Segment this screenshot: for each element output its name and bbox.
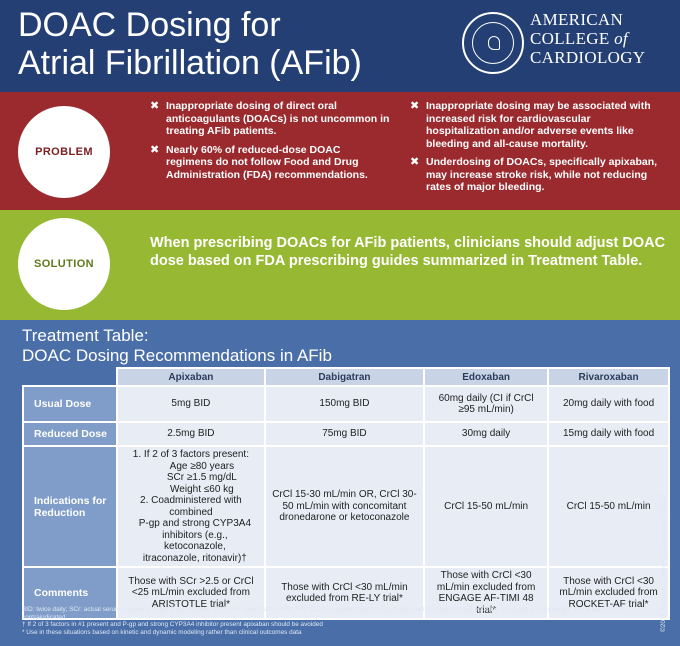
solution-section: SOLUTION When prescribing DOACs for AFib… [0,210,680,320]
footnotes: BID: twice daily; SCr: actual serum crea… [22,606,632,636]
table-cell: Those with CrCl <30 mL/min excluded from… [547,566,670,620]
problem-bullet: ✖Nearly 60% of reduced-dose DOAC regimen… [150,143,368,181]
table-title-line-2: DOAC Dosing Recommendations in AFib [22,346,332,365]
rivaroxaban-indications: CrCl 15-50 mL/min [547,445,670,568]
table-cell: 150mg BID [263,385,426,423]
table-cell: 15mg daily with food [547,421,670,447]
x-mark-icon: ✖ [410,100,420,112]
table-row-usual-dose: Usual Dose 5mg BID 150mg BID 60mg daily … [22,385,670,423]
title-line-2: Atrial Fibrillation (AFib) [18,44,362,82]
row-label-indications: Indications for Reduction [22,445,118,568]
row-label-reduced-dose: Reduced Dose [22,421,118,447]
solution-badge: SOLUTION [18,218,110,310]
org-line-2b: of [614,29,628,48]
table-row-indications: Indications for Reduction 1. If 2 of 3 f… [22,445,670,568]
table-cell: 30mg daily [423,421,550,447]
problem-bullet: ✖Underdosing of DOACs, specifically apix… [410,156,658,193]
table-cell: Those with CrCl <30 mL/min excluded from… [423,566,550,620]
table-cell: 75mg BID [263,421,426,447]
dosing-table: Apixaban Dabigatran Edoxaban Rivaroxaban… [22,367,670,620]
table-cell: 20mg daily with food [547,385,670,423]
table-cell: Those with CrCl <30 mL/min excluded from… [263,566,426,620]
table-title: Treatment Table: DOAC Dosing Recommendat… [22,326,332,366]
dabigatran-indications: CrCl 15-30 mL/min OR, CrCl 30-50 mL/min … [263,445,426,568]
footnote-2: † If 2 of 3 factors in #1 present and P-… [22,621,323,629]
x-mark-icon: ✖ [150,143,160,156]
table-cell: 60mg daily (CI if CrCl ≥95 mL/min) [423,385,550,423]
footnote-1: BID: twice daily; SCr: actual serum crea… [22,606,627,621]
copyright-side-text: ©2018 American College of Cardiology W18… [660,493,667,632]
table-header-row: Apixaban Dabigatran Edoxaban Rivaroxaban [23,367,670,387]
table-cell: 5mg BID [116,385,266,423]
acc-seal-icon [462,12,524,74]
org-line-3: CARDIOLOGY [530,48,646,67]
solution-text: When prescribing DOACs for AFib patients… [150,235,666,269]
problem-bullet: ✖Inappropriate dosing of direct oral ant… [150,100,390,137]
x-mark-icon: ✖ [410,156,420,168]
acc-logo-text: AMERICAN COLLEGE of CARDIOLOGY [530,10,645,67]
table-cell: Those with SCr >2.5 or CrCl <25 mL/min e… [116,566,266,620]
table-title-line-1: Treatment Table: [22,326,149,345]
header-banner: DOAC Dosing for Atrial Fibrillation (AFi… [0,0,680,92]
problem-bullets-left: ✖Inappropriate dosing of direct oral ant… [150,100,390,187]
col-apixaban: Apixaban [116,367,266,387]
row-label-usual-dose: Usual Dose [22,385,118,423]
problem-bullet: ✖Inappropriate dosing may be associated … [410,100,651,150]
table-row-reduced-dose: Reduced Dose 2.5mg BID 75mg BID 30mg dai… [22,421,670,447]
x-mark-icon: ✖ [150,100,160,112]
table-row-comments: Comments Those with SCr >2.5 or CrCl <25… [22,566,670,620]
col-dabigatran: Dabigatran [263,367,426,387]
edoxaban-indications: CrCl 15-50 mL/min [423,445,550,568]
row-label-comments: Comments [22,566,118,620]
title-line-1: DOAC Dosing for [18,6,281,44]
footnote-3: * Use in these situations based on kinet… [22,628,302,636]
header-blank [23,368,118,387]
apixaban-indications: 1. If 2 of 3 factors present: Age ≥80 ye… [116,445,266,568]
col-rivaroxaban: Rivaroxaban [547,367,670,387]
page-title: DOAC Dosing for Atrial Fibrillation (AFi… [18,6,362,82]
problem-badge: PROBLEM [18,106,110,198]
org-line-1: AMERICAN [530,10,624,29]
col-edoxaban: Edoxaban [423,367,550,387]
problem-bullets-right: ✖Inappropriate dosing may be associated … [410,100,660,200]
table-cell: 2.5mg BID [116,421,266,447]
problem-section: PROBLEM ✖Inappropriate dosing of direct … [0,92,680,210]
org-line-2a: COLLEGE [530,29,610,48]
